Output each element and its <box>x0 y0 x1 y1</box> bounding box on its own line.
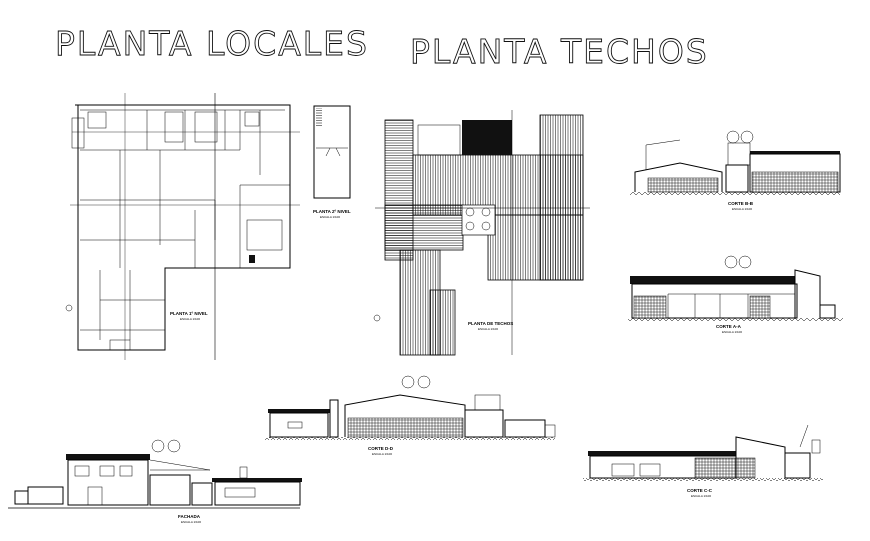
scale-fachada: ESCALA 1/100 <box>181 520 201 524</box>
scale-planta-1-nivel: ESCALA 1/100 <box>180 317 200 321</box>
floor-plan-level-1: PLANTA 1º NIVEL ESCALA 1/100 <box>65 93 300 360</box>
label-fachada: FACHADA <box>178 514 201 519</box>
scale-planta-2-nivel: ESCALA 1/100 <box>320 215 340 219</box>
label-corte-a-a: CORTE A-A <box>716 324 742 329</box>
label-planta-1-nivel: PLANTA 1º NIVEL <box>170 311 208 316</box>
section-c-c: CORTE C-C ESCALA 1/100 <box>583 424 823 498</box>
section-b-b: CORTE B-B ESCALA 1/100 <box>630 130 841 211</box>
scale-planta-de-techos: ESCALA 1/100 <box>478 327 498 331</box>
label-corte-d-d: CORTE D-D <box>368 446 394 451</box>
label-corte-c-c: CORTE C-C <box>687 488 713 493</box>
facade-elevation: FACHADA ESCALA 1/100 <box>8 439 302 524</box>
title-planta-locales: PLANTA LOCALES <box>55 24 369 63</box>
scale-corte-c-c: ESCALA 1/100 <box>691 494 711 498</box>
floor-plan-level-2: PLANTA 2º NIVEL ESCALA 1/100 <box>313 105 351 219</box>
scale-corte-a-a: ESCALA 1/100 <box>722 330 742 334</box>
scale-corte-b-b: ESCALA 1/100 <box>732 207 752 211</box>
north-arrow-icon <box>65 304 73 312</box>
label-planta-2-nivel: PLANTA 2º NIVEL <box>313 209 351 214</box>
label-corte-b-b: CORTE B-B <box>728 201 754 206</box>
roof-plan: PLANTA DE TECHOS ESCALA 1/100 <box>373 110 590 356</box>
section-a-a: CORTE A-A ESCALA 1/100 <box>628 255 843 334</box>
title-planta-techos: PLANTA TECHOS <box>410 32 709 71</box>
north-arrow-icon <box>373 314 381 322</box>
scale-corte-d-d: ESCALA 1/100 <box>372 452 392 456</box>
section-d-d: CORTE D-D ESCALA 1/100 <box>265 375 556 456</box>
label-planta-de-techos: PLANTA DE TECHOS <box>468 321 513 326</box>
